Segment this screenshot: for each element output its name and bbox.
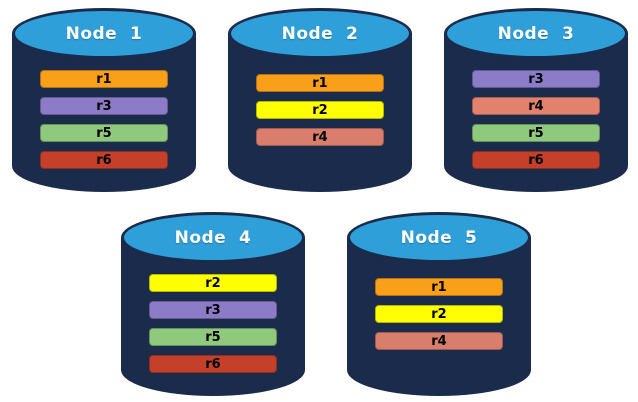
replica-list: r1 r2 r4: [256, 74, 384, 146]
cylinder-top: Node 3: [444, 8, 628, 59]
node-cylinder-2: Node 2 r1 r2 r4: [228, 8, 412, 192]
replica-bar: r6: [40, 151, 168, 169]
replica-bar: r2: [149, 274, 277, 292]
cylinder-top: Node 4: [121, 212, 305, 263]
node-title: Node 4: [174, 227, 252, 248]
replica-list: r3 r4 r5 r6: [472, 70, 600, 169]
replica-bar: r5: [149, 328, 277, 346]
replica-bar: r1: [40, 70, 168, 88]
replica-list: r1 r3 r5 r6: [40, 70, 168, 169]
replica-bar: r4: [375, 332, 503, 350]
node-cylinder-3: Node 3 r3 r4 r5 r6: [444, 8, 628, 192]
replica-bar: r5: [40, 124, 168, 142]
replica-list: r2 r3 r5 r6: [149, 274, 277, 373]
replica-bar: r4: [472, 97, 600, 115]
replica-bar: r3: [149, 301, 277, 319]
replica-bar: r6: [472, 151, 600, 169]
replica-bar: r1: [256, 74, 384, 92]
cylinder-top: Node 2: [228, 8, 412, 59]
node-title: Node 1: [65, 23, 143, 44]
node-title: Node 3: [497, 23, 575, 44]
node-cylinder-4: Node 4 r2 r3 r5 r6: [121, 212, 305, 396]
cylinder-top: Node 5: [347, 212, 531, 263]
replica-bar: r5: [472, 124, 600, 142]
node-title: Node 5: [400, 227, 478, 248]
node-title: Node 2: [281, 23, 359, 44]
replica-bar: r6: [149, 355, 277, 373]
node-cylinder-5: Node 5 r1 r2 r4: [347, 212, 531, 396]
replica-bar: r1: [375, 278, 503, 296]
replica-bar: r3: [40, 97, 168, 115]
replica-bar: r4: [256, 128, 384, 146]
cylinder-top: Node 1: [12, 8, 196, 59]
replica-bar: r2: [256, 101, 384, 119]
replica-bar: r2: [375, 305, 503, 323]
replica-bar: r3: [472, 70, 600, 88]
replica-list: r1 r2 r4: [375, 278, 503, 350]
node-cylinder-1: Node 1 r1 r3 r5 r6: [12, 8, 196, 192]
